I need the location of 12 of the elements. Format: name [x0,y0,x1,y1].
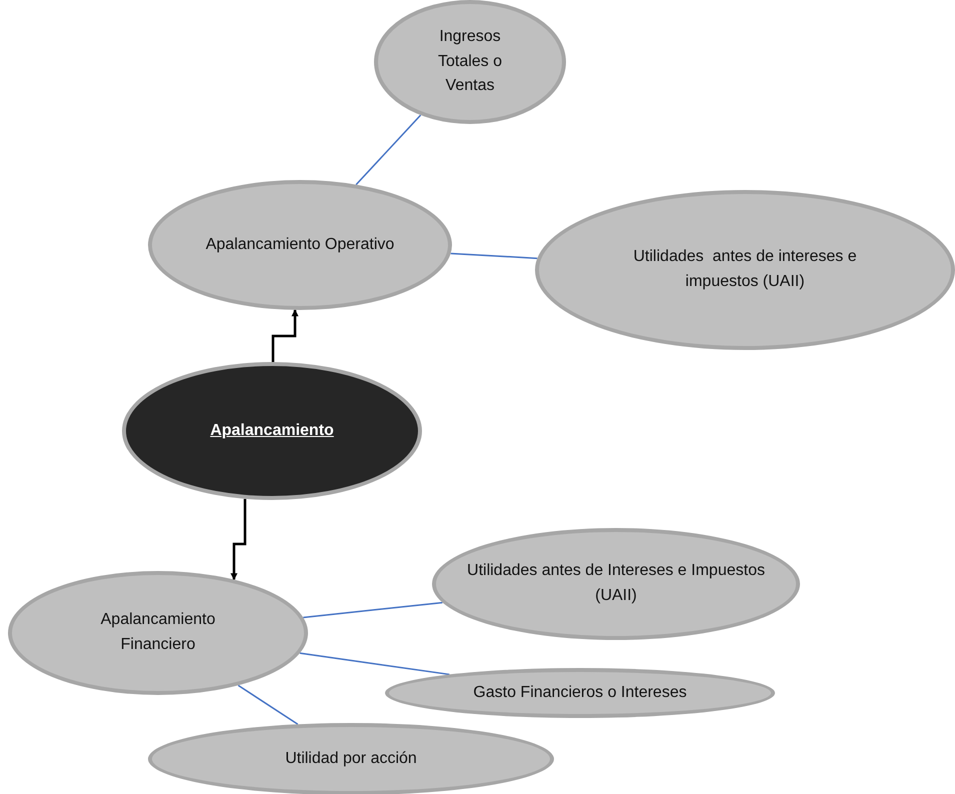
node-label: Utilidad por acción [285,748,417,769]
node-label: Utilidades antes de intereses e impuestos (UAII) [632,247,858,292]
node-label: Ingresos Totales o Ventas [436,26,504,96]
elbow-arrow [272,309,298,362]
node-label: Apalancamiento Operativo [206,234,394,255]
elbow-arrow [230,498,246,580]
node-label: Apalancamiento [210,420,334,441]
connector-line [238,684,298,725]
node-label: Utilidades antes de Intereses e Impuestos (UAII) [466,561,766,606]
connector-line [450,252,538,260]
node-label: Apalancamiento Financiero [100,610,216,655]
node-label: Gasto Financieros o Intereses [473,682,687,703]
